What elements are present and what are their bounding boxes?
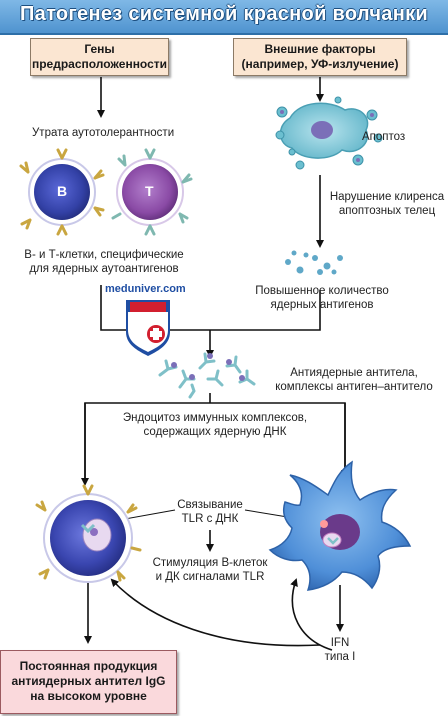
- page-title: Патогенез системной красной волчанки: [19, 3, 429, 25]
- b-cell-letter: B: [57, 183, 68, 199]
- tlr-binding-line-2: TLR с ДНК: [181, 513, 239, 525]
- external-box-line-1: Внешние факторы: [264, 42, 376, 56]
- t-cell-small: [111, 148, 193, 236]
- stimulation-label: Стимуляция В-клеток и ДК сигналами TLR: [148, 556, 272, 584]
- endocytosis-label: Эндоцитоз иммунных комплексов, содержащи…: [118, 411, 312, 439]
- outcome-box: Постоянная продукция антиядерных антител…: [0, 650, 177, 714]
- external-box-line-2: (например, УФ-излучение): [241, 57, 399, 71]
- antibody-complexes: [158, 352, 256, 399]
- title-bar: Патогенез системной красной волчанки: [0, 0, 448, 35]
- genetic-box-line-1: Гены: [84, 42, 115, 56]
- antibodies-line-2: комплексы антиген–антитело: [275, 381, 433, 393]
- stimulation-line-1: Стимуляция В-клеток: [152, 557, 268, 569]
- tlr-binding-label: Связывание TLR с ДНК: [172, 498, 248, 526]
- nuclear-antigens-line-2: ядерных антигенов: [270, 299, 374, 311]
- nuclear-antigens: [285, 250, 343, 275]
- clearance-line-2: апоптозных телец: [338, 205, 436, 217]
- stimulation-line-2: и ДК сигналами TLR: [155, 571, 265, 583]
- medical-shield-logo-icon: [126, 300, 170, 356]
- nuclear-antigens-label: Повышенное количество ядерных антигенов: [252, 284, 392, 312]
- t-cell-letter: T: [145, 183, 154, 199]
- outcome-line-3: на высоком уровне: [30, 689, 147, 703]
- external-factors-box: Внешние факторы (например, УФ-излучение): [233, 38, 407, 76]
- flow-lines: [81, 77, 349, 651]
- watermark-text: meduniver.com: [105, 283, 186, 295]
- ifn-line-2: типа I: [324, 651, 356, 663]
- endocytosis-line-2: содержащих ядерную ДНК: [143, 426, 287, 438]
- apoptosis-label: Апоптоз: [362, 131, 406, 143]
- ifn-line-1: IFN: [330, 637, 350, 649]
- antibody-antigens: [171, 353, 245, 381]
- antibodies-label: Антиядерные антитела, комплексы антиген–…: [268, 366, 440, 394]
- genetic-box-line-2: предрасположенности: [31, 57, 168, 71]
- nuclear-antigens-line-1: Повышенное количество: [255, 285, 389, 297]
- outcome-line-1: Постоянная продукция: [19, 659, 158, 673]
- outcome-line-2: антиядерных антител IgG: [11, 674, 166, 688]
- antibodies-line-1: Антиядерные антитела,: [290, 367, 418, 379]
- tolerance-loss-label: Утрата аутотолерантности: [32, 127, 175, 139]
- bt-cells-line-1: В- и Т-клетки, специфические: [24, 249, 184, 261]
- tlr-binding-line-1: Связывание: [177, 499, 243, 511]
- genetic-factors-box: Гены предрасположенности: [30, 38, 169, 76]
- bt-cells-line-2: для ядерных аутоантигенов: [29, 263, 179, 275]
- ifn-label: IFN типа I: [318, 636, 362, 664]
- endocytosis-line-1: Эндоцитоз иммунных комплексов,: [122, 412, 308, 424]
- dendritic-cell: [268, 460, 412, 591]
- bt-cells-label: В- и Т-клетки, специфические для ядерных…: [14, 248, 194, 276]
- arrow-ifn-to-bcell: [110, 578, 321, 647]
- clearance-label: Нарушение клиренса апоптозных телец: [326, 190, 448, 218]
- b-cell-small: [19, 148, 105, 236]
- clearance-line-1: Нарушение клиренса: [329, 191, 445, 203]
- b-cell-large: [35, 484, 142, 583]
- apoptotic-cell: [275, 96, 383, 170]
- arrow-ifn-to-dc: [290, 578, 333, 651]
